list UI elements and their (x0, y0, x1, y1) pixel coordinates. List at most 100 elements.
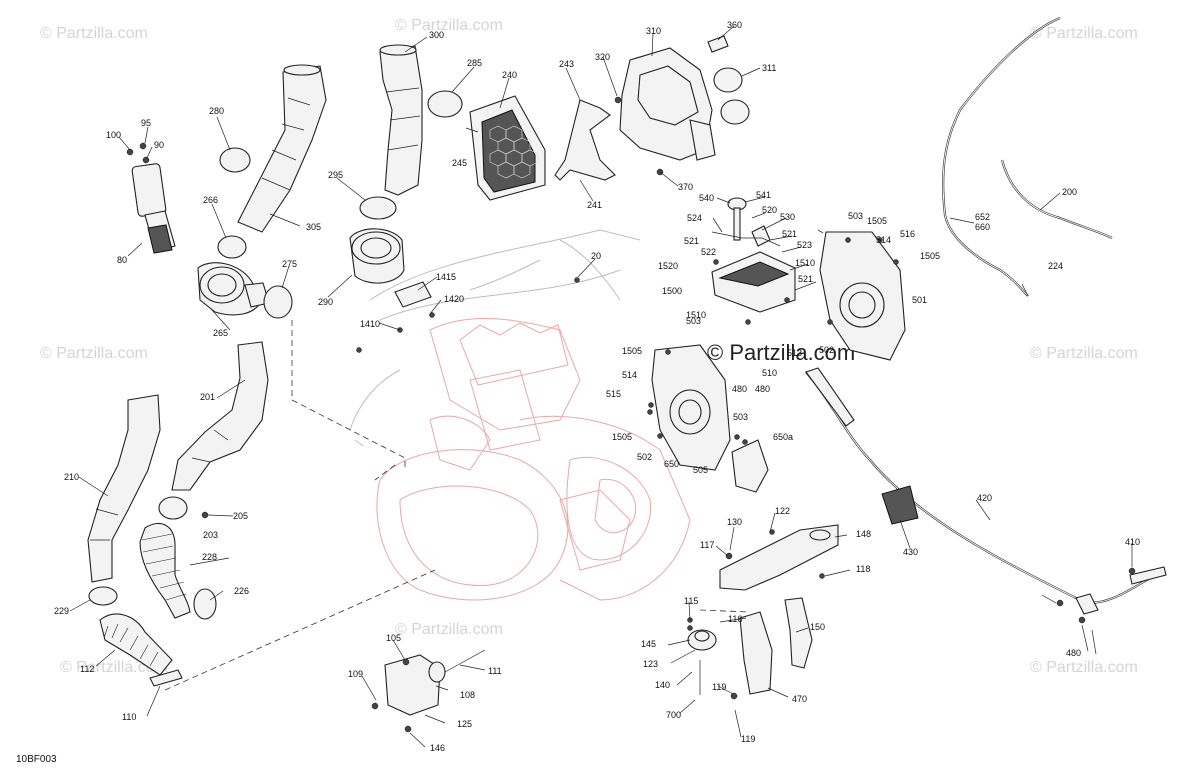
callout-514a: 514 (876, 235, 891, 245)
callout-119: 700 (666, 710, 681, 720)
callout-109: 111 (488, 666, 502, 676)
hose-300 (379, 44, 423, 196)
callout-1510b: 1510 (686, 310, 706, 320)
clamp-228 (88, 586, 118, 606)
callout-652: 200 (1062, 187, 1077, 197)
callout-1500: 1500 (662, 286, 682, 296)
callout-122: 117 (700, 540, 714, 550)
callout-148: 118 (856, 564, 870, 574)
clamp-280 (219, 147, 251, 173)
callout-503b: 503 (686, 316, 701, 326)
callout-502b: 502 (637, 452, 652, 462)
bracket-140 (739, 611, 773, 695)
callout-521a: 521 (684, 236, 699, 246)
callout-243: 243 (559, 59, 574, 69)
callout-265: 265 (213, 328, 228, 338)
callout-105: 108 (460, 690, 475, 700)
watermark-bc: © Partzilla.com (395, 621, 503, 638)
callout-95: 95 (141, 118, 151, 128)
callout-224: 210 (64, 472, 79, 482)
bracket-130 (719, 524, 839, 591)
hose-226 (99, 613, 173, 676)
watermark-center: © Partzilla.com (707, 340, 855, 365)
callout-117: 115 (684, 596, 698, 606)
callout-201: 205 (233, 511, 248, 521)
hose-205 (139, 523, 191, 619)
shift-rod (711, 231, 781, 247)
callout-200: 201 (200, 392, 215, 402)
callout-470: 420 (977, 493, 992, 503)
callout-305: 305 (306, 222, 321, 232)
callout-311: 311 (762, 63, 776, 73)
cap-311a (713, 67, 743, 93)
callout-1505a: 1505 (867, 216, 887, 226)
callout-1505c: 1505 (622, 346, 642, 356)
callout-110: 109 (348, 669, 363, 679)
callout-90: 90 (154, 140, 164, 150)
callout-1415: 1415 (436, 272, 456, 282)
callout-660: 224 (1048, 261, 1063, 271)
callout-226: 112 (80, 664, 94, 674)
callout-140: 470 (792, 694, 807, 704)
nut-420 (1128, 567, 1136, 575)
callout-295: 295 (328, 170, 343, 180)
callout-150a: 119 (712, 682, 726, 692)
callout-541: 541 (756, 190, 771, 200)
callout-280: 280 (209, 106, 224, 116)
throttle-body-290 (349, 228, 405, 284)
clamp-295 (359, 196, 397, 220)
callout-1505d: 1505 (612, 432, 632, 442)
callout-266: 266 (203, 195, 218, 205)
callout-513: 513 (787, 348, 802, 358)
callout-502a: 502 (819, 345, 834, 355)
callout-510: 510 (762, 368, 777, 378)
callout-521b: 521 (782, 229, 797, 239)
callout-115: 145 (641, 639, 656, 649)
callout-210: 203 (203, 530, 218, 540)
callout-540: 540 (699, 193, 714, 203)
callout-118: 116 (728, 614, 742, 624)
cap-311b (720, 99, 750, 125)
callout-524: 524 (687, 213, 702, 223)
breather-hose-650 (942, 16, 1061, 297)
callout-360: 360 (727, 20, 742, 30)
watermark-tl: © Partzilla.com (40, 25, 148, 42)
callout-145: 150 (810, 622, 825, 632)
callout-310: 310 (646, 26, 661, 36)
callout-501: 501 (912, 295, 927, 305)
callout-125: 130 (727, 517, 742, 527)
callout-1510a: 1510 (795, 258, 815, 268)
sensor-group (126, 142, 176, 254)
callout-370: 370 (678, 182, 693, 192)
callout-521c: 521 (798, 274, 813, 284)
shift-cable-470 (805, 367, 1167, 615)
callout-514b: 514 (622, 370, 637, 380)
diagram-code: 10BF003 (16, 754, 57, 765)
callout-1420: 1420 (444, 294, 464, 304)
watermark-tr: © Partzilla.com (1030, 25, 1138, 42)
leader-lines (69, 25, 1133, 748)
callout-530: 530 (780, 212, 795, 222)
callout-320: 320 (595, 52, 610, 62)
airbox-310 (614, 47, 716, 176)
callout-1505b: 1505 (920, 251, 940, 261)
callout-503a: 503 (848, 211, 863, 221)
callout-241: 241 (587, 200, 602, 210)
callout-146: 122 (775, 506, 790, 516)
callout-300: 300 (429, 30, 444, 40)
callout-labels: 100 95 90 80 280 266 305 300 285 295 290… (54, 20, 1140, 753)
callout-275: 275 (282, 259, 297, 269)
callout-285: 285 (467, 58, 482, 68)
clamp-275 (263, 285, 293, 319)
bracket-1415 (394, 281, 432, 308)
watermark-br: © Partzilla.com (1030, 659, 1138, 676)
callout-503c: 503 (733, 412, 748, 422)
nut-480-b (1078, 616, 1086, 624)
callout-650a: 660 (975, 222, 990, 232)
watermark-tc: © Partzilla.com (395, 17, 503, 34)
cover-501 (819, 231, 906, 361)
callout-480c: 480 (1066, 648, 1081, 658)
seal-241 (554, 99, 616, 181)
watermark-layer: © Partzilla.com © Partzilla.com © Partzi… (40, 17, 1138, 676)
